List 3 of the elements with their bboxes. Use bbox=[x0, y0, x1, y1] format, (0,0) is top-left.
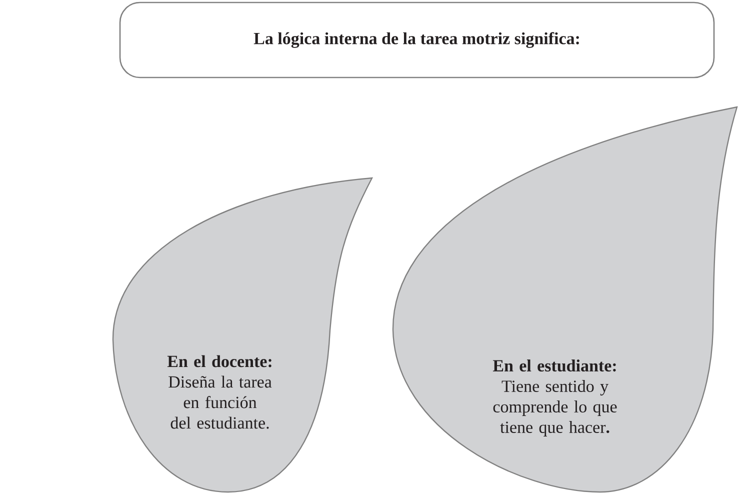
heading-box: La lógica interna de la tarea motriz significa: bbox=[119, 2, 715, 78]
speech-bubble: En el estudiante: Tiene sentido y comprende lo que tiene que hacer. bbox=[392, 106, 738, 493]
speech-bubble: En el docente: Diseña la tarea en función del estudiante. bbox=[112, 177, 373, 493]
